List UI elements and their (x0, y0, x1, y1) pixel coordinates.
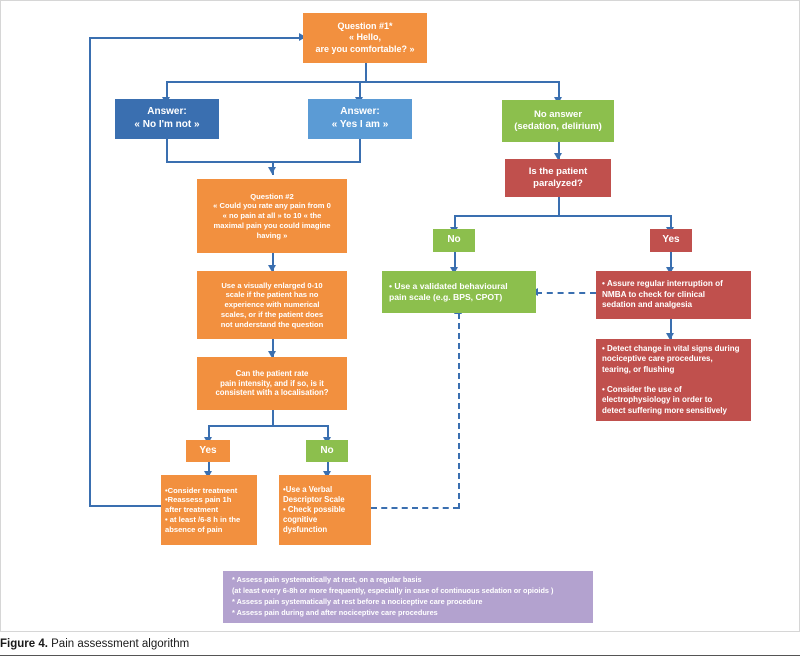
connector-scale-down (272, 339, 274, 357)
connector-answer-no-to-q2 (272, 161, 274, 175)
connector-feedback-bottom (89, 505, 163, 507)
connector-no-to-verbal (327, 462, 329, 475)
connector-no-to-behavioural (454, 252, 456, 271)
connector-to-answer-yes (359, 81, 361, 99)
node-no-answer[interactable]: No answer (sedation, delirium) (502, 100, 614, 142)
connector-to-answer-no (166, 81, 168, 99)
node-consider-treatment[interactable]: •Consider treatment •Reassess pain 1h af… (161, 475, 257, 545)
connector-paralyzed-down (558, 197, 560, 215)
node-question-1[interactable]: Question #1* « Hello, are you comfortabl… (303, 13, 427, 63)
arrow-noanswer-to-paralyzed (554, 153, 562, 160)
node-vital-signs[interactable]: • Detect change in vital signs during no… (596, 339, 751, 421)
node-behavioural-scale[interactable]: • Use a validated behavioural pain scale… (382, 271, 536, 313)
connector-answer-no-down (166, 139, 168, 163)
arrow-yes-to-treatment (204, 471, 212, 478)
connector-feedback-top (89, 37, 303, 39)
figure-caption-label: Figure 4. (0, 638, 48, 650)
arrow-scale-to-canrate (268, 351, 276, 358)
arrow-no-to-verbal (323, 471, 331, 478)
connector-q2-down (272, 253, 274, 271)
connector-answer-no-right (166, 161, 272, 163)
node-branch-no-right[interactable]: No (433, 229, 475, 252)
dashed-link-verbal-right (371, 507, 459, 509)
connector-answer-yes-left (272, 161, 361, 163)
node-nmba[interactable]: • Assure regular interruption of NMBA to… (596, 271, 751, 319)
connector-to-no-answer (558, 81, 560, 99)
node-footer-notes: * Assess pain systematically at rest, on… (223, 571, 593, 623)
figure-caption-text: Pain assessment algorithm (47, 638, 190, 650)
connector-to-yes-right (670, 215, 672, 229)
connector-noanswer-down (558, 142, 560, 159)
node-answer-no[interactable]: Answer: « No I'm not » (115, 99, 219, 139)
node-branch-no-left[interactable]: No (306, 440, 348, 462)
connector-feedback-vertical (89, 37, 91, 507)
node-is-paralyzed[interactable]: Is the patient paralyzed? (505, 159, 611, 197)
connector-to-no-right (454, 215, 456, 229)
connector-canrate-down (272, 410, 274, 425)
connector-q1-down (365, 63, 367, 81)
node-enlarged-scale[interactable]: Use a visually enlarged 0-10 scale if th… (197, 271, 347, 339)
arrow-no-to-behavioural (450, 267, 458, 274)
connector-yes-to-treatment (208, 462, 210, 475)
node-question-2[interactable]: Question #2 « Could you rate any pain fr… (197, 179, 347, 253)
connector-to-no-left (327, 425, 329, 439)
connector-nmba-down (670, 319, 672, 339)
flowchart-canvas: Question #1* « Hello, are you comfortabl… (0, 0, 800, 632)
arrow-q2-to-scale (268, 265, 276, 272)
connector-canrate-split (208, 425, 329, 427)
node-can-rate[interactable]: Can the patient rate pain intensity, and… (197, 357, 347, 410)
dashed-link-verbal-vertical (458, 313, 460, 509)
connector-answer-yes-down (359, 139, 361, 161)
figure-caption: Figure 4. Pain assessment algorithm (0, 638, 800, 656)
node-branch-yes-left[interactable]: Yes (186, 440, 230, 462)
dashed-link-behavioural-nmba (536, 292, 596, 294)
node-answer-yes[interactable]: Answer: « Yes I am » (308, 99, 412, 139)
arrow-feedback-to-q1 (299, 33, 306, 41)
connector-yes-to-nmba (670, 252, 672, 271)
node-branch-yes-right[interactable]: Yes (650, 229, 692, 252)
arrow-nmba-to-vitals (666, 333, 674, 340)
connector-to-yes-left (208, 425, 210, 439)
node-verbal-descriptor[interactable]: •Use a Verbal Descriptor Scale • Check p… (279, 475, 371, 545)
arrow-yes-to-nmba (666, 267, 674, 274)
connector-paralyzed-split (454, 215, 672, 217)
connector-distribution-bar (166, 81, 560, 83)
